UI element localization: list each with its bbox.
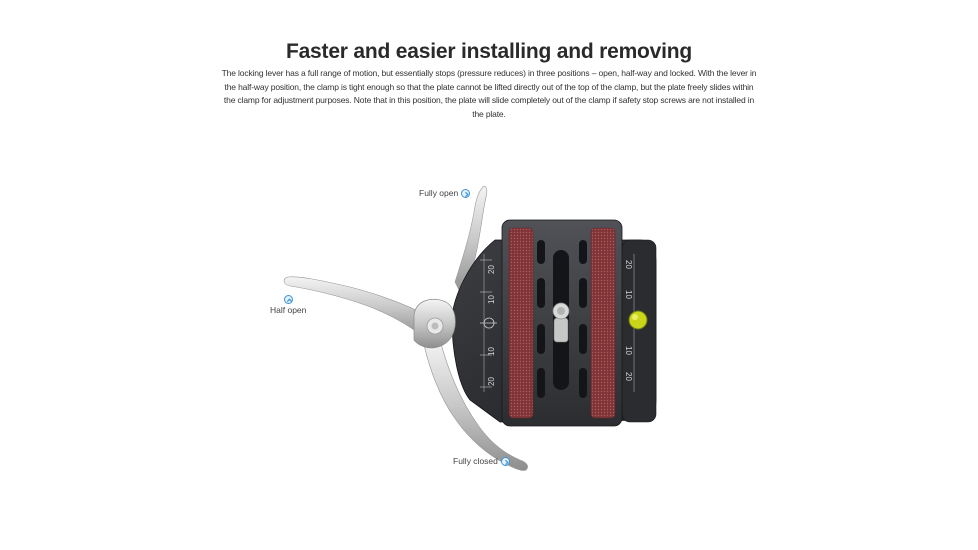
- callout-fully-open: Fully open: [419, 188, 471, 198]
- bubble-level: [628, 310, 648, 330]
- scale-left-20-bottom: 20: [487, 377, 496, 386]
- plate-pad-right: [590, 227, 616, 419]
- callout-fully-open-label: Fully open: [419, 188, 459, 198]
- scale-left-10-bottom: 10: [487, 347, 496, 356]
- callout-half-open: Half open: [270, 295, 306, 315]
- lever-half-open: [283, 276, 433, 339]
- scale-right-20-bottom: 20: [624, 372, 633, 381]
- scale-left-20-top: 20: [487, 265, 496, 274]
- scale-right-20-top: 20: [624, 260, 633, 269]
- description-paragraph: The locking lever has a full range of mo…: [221, 68, 757, 120]
- scale-left-10-top: 10: [487, 295, 496, 304]
- scale-right-10-top: 10: [624, 290, 633, 299]
- scale-left: 20 10 10 20: [480, 254, 497, 392]
- chevron-up-icon: [283, 295, 293, 304]
- callout-fully-closed: Fully closed: [453, 456, 510, 466]
- plate-pad-left: [508, 227, 534, 419]
- scale-right-10-bottom: 10: [624, 346, 633, 355]
- callout-half-open-label: Half open: [270, 305, 307, 315]
- chevron-right-icon: [500, 456, 510, 466]
- lever-fully-closed: [423, 339, 528, 471]
- page-title: Faster and easier installing and removin…: [285, 40, 693, 63]
- center-screw: [552, 302, 570, 343]
- callout-fully-closed-label: Fully closed: [453, 456, 498, 466]
- chevron-right-icon: [461, 188, 471, 198]
